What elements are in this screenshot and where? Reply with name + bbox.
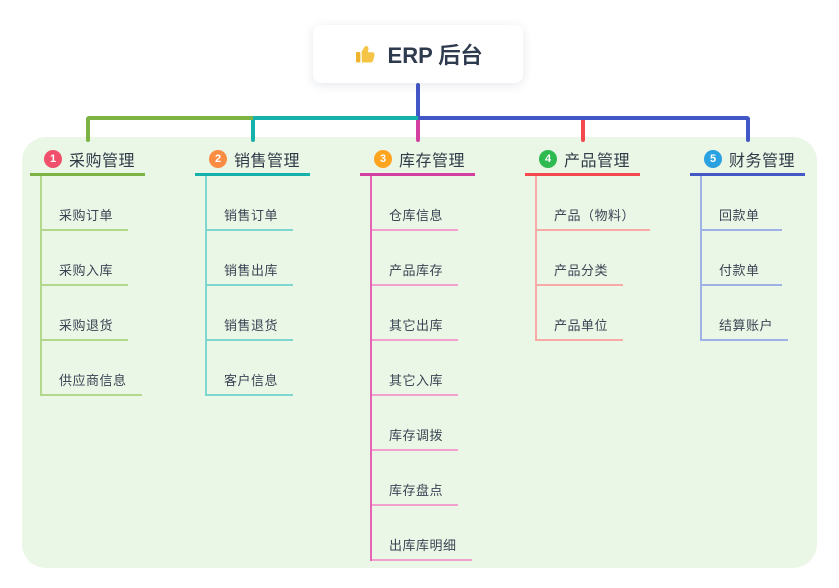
child-node[interactable]: 库存调拨 (372, 396, 525, 451)
child-label: 结算账户 (702, 315, 789, 341)
child-label: 采购订单 (42, 205, 129, 231)
child-node[interactable]: 结算账户 (702, 286, 839, 341)
child-node[interactable]: 仓库信息 (372, 176, 525, 231)
branch-index-badge: 2 (209, 150, 227, 168)
child-node[interactable]: 采购订单 (42, 176, 195, 231)
branch: 3 库存管理 仓库信息 产品库存 其它出库 其它入库 库存调拨 库存盘点 出库库… (360, 150, 525, 561)
branch: 2 销售管理 销售订单 销售出库 销售退货 客户信息 (195, 150, 360, 561)
child-label: 仓库信息 (372, 205, 459, 231)
connector-segment-mid (253, 116, 418, 120)
child-label: 库存盘点 (372, 480, 459, 506)
child-label: 回款单 (702, 205, 782, 231)
child-node[interactable]: 客户信息 (207, 341, 360, 396)
child-node[interactable]: 采购入库 (42, 231, 195, 286)
child-label: 客户信息 (207, 370, 294, 396)
child-label: 供应商信息 (42, 370, 142, 396)
child-label: 产品单位 (537, 315, 624, 341)
child-label: 销售订单 (207, 205, 294, 231)
branch-title-label: 财务管理 (729, 153, 796, 170)
child-node[interactable]: 其它入库 (372, 341, 525, 396)
child-label: 产品（物料） (537, 205, 651, 231)
branch-children: 采购订单 采购入库 采购退货 供应商信息 (40, 176, 195, 396)
branch-connector-stub (746, 118, 750, 142)
branch-index-badge: 4 (539, 150, 557, 168)
branches-panel (22, 137, 817, 568)
branch-title[interactable]: 2 销售管理 (195, 150, 310, 176)
branch-title[interactable]: 3 库存管理 (360, 150, 475, 176)
branch-children: 销售订单 销售出库 销售退货 客户信息 (205, 176, 360, 396)
branch: 1 采购管理 采购订单 采购入库 采购退货 供应商信息 (30, 150, 195, 561)
child-label: 销售出库 (207, 260, 294, 286)
child-node[interactable]: 产品库存 (372, 231, 525, 286)
child-label: 销售退货 (207, 315, 294, 341)
child-label: 采购入库 (42, 260, 129, 286)
branch-title-label: 销售管理 (234, 153, 301, 170)
child-label: 其它出库 (372, 315, 459, 341)
connector-segment-left (86, 116, 253, 120)
child-node[interactable]: 销售订单 (207, 176, 360, 231)
child-node[interactable]: 库存盘点 (372, 451, 525, 506)
child-node[interactable]: 采购退货 (42, 286, 195, 341)
child-label: 其它入库 (372, 370, 459, 396)
thumbs-up-icon (354, 42, 378, 66)
child-node[interactable]: 产品分类 (537, 231, 690, 286)
branch-index-badge: 3 (374, 150, 392, 168)
child-label: 库存调拨 (372, 425, 459, 451)
branch-children: 仓库信息 产品库存 其它出库 其它入库 库存调拨 库存盘点 出库库明细 (370, 176, 525, 561)
branch: 5 财务管理 回款单 付款单 结算账户 (690, 150, 839, 561)
root-label: ERP 后台 (387, 43, 483, 68)
child-label: 产品分类 (537, 260, 624, 286)
child-node[interactable]: 付款单 (702, 231, 839, 286)
child-node[interactable]: 产品（物料） (537, 176, 690, 231)
root-stem-line (416, 83, 420, 120)
branch-index-badge: 1 (44, 150, 62, 168)
branch-connector-stub (416, 118, 420, 142)
branch-title[interactable]: 4 产品管理 (525, 150, 640, 176)
branch-connector-stub (251, 118, 255, 142)
child-label: 付款单 (702, 260, 782, 286)
branch-connector-stub (86, 118, 90, 142)
child-node[interactable]: 其它出库 (372, 286, 525, 341)
branch-index-badge: 5 (704, 150, 722, 168)
branch-children: 产品（物料） 产品分类 产品单位 (535, 176, 690, 341)
connector-segment-right (418, 116, 750, 120)
branches: 1 采购管理 采购订单 采购入库 采购退货 供应商信息 2 销售管理 销售订单 … (30, 150, 839, 561)
child-node[interactable]: 出库库明细 (372, 506, 525, 561)
child-node[interactable]: 回款单 (702, 176, 839, 231)
branch-title[interactable]: 1 采购管理 (30, 150, 145, 176)
branch-connector-stub (581, 118, 585, 142)
child-label: 产品库存 (372, 260, 459, 286)
child-node[interactable]: 销售出库 (207, 231, 360, 286)
child-node[interactable]: 供应商信息 (42, 341, 195, 396)
branch-children: 回款单 付款单 结算账户 (700, 176, 839, 341)
branch-title-label: 产品管理 (564, 153, 631, 170)
child-label: 采购退货 (42, 315, 129, 341)
branch: 4 产品管理 产品（物料） 产品分类 产品单位 (525, 150, 690, 561)
child-label: 出库库明细 (372, 535, 472, 561)
branch-title-label: 采购管理 (69, 153, 136, 170)
child-node[interactable]: 产品单位 (537, 286, 690, 341)
branch-title-label: 库存管理 (399, 153, 466, 170)
root-node[interactable]: ERP 后台 (313, 25, 523, 83)
child-node[interactable]: 销售退货 (207, 286, 360, 341)
branch-title[interactable]: 5 财务管理 (690, 150, 805, 176)
